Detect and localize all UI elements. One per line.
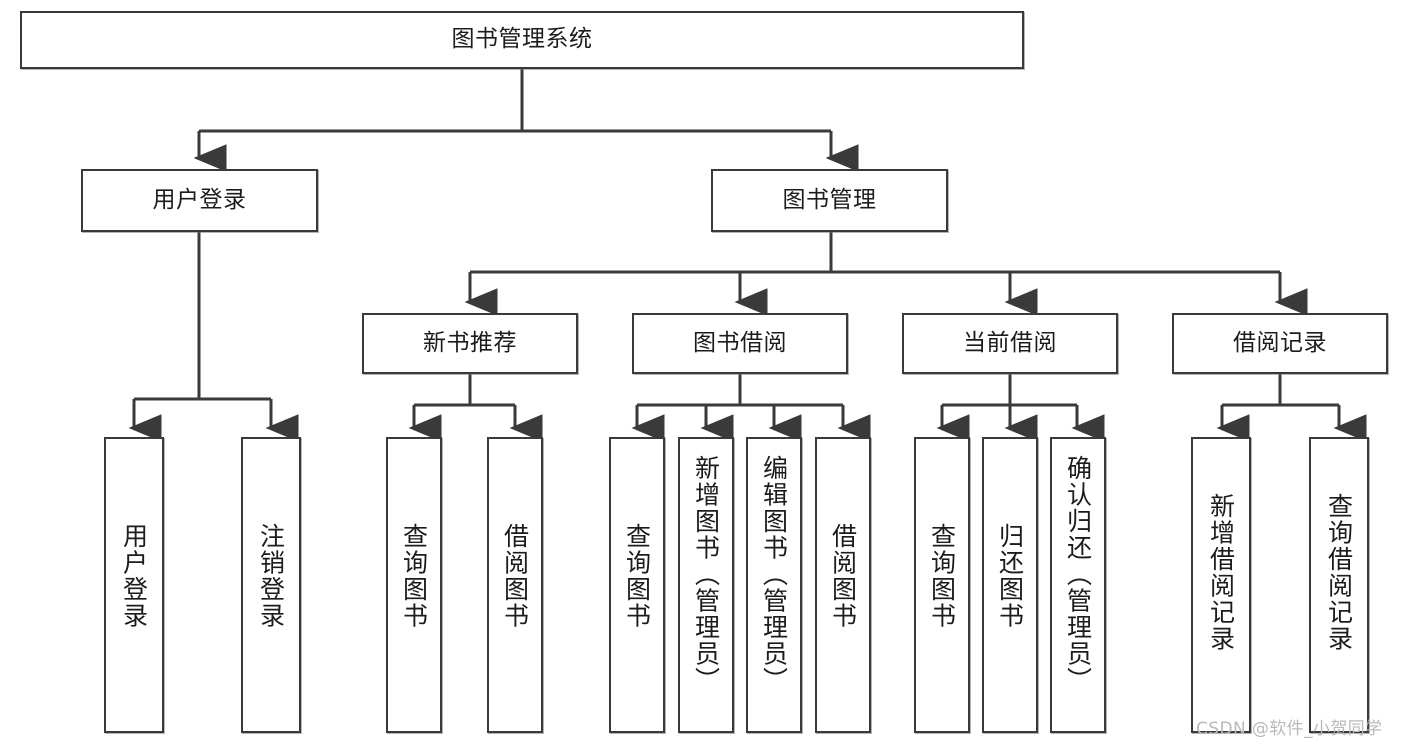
node-new-book-recommend[interactable]: 新书推荐 [362, 313, 578, 374]
node-label: 新增借阅记录 [1206, 493, 1236, 652]
node-book-management[interactable]: 图书管理 [711, 169, 948, 232]
node-current-borrow[interactable]: 当前借阅 [902, 313, 1118, 374]
node-label: 借阅图书 [828, 523, 858, 629]
node-leaf-borrow-book-1[interactable]: 借阅图书 [487, 437, 543, 733]
node-leaf-borrow-book-2[interactable]: 借阅图书 [815, 437, 871, 733]
node-book-borrow[interactable]: 图书借阅 [632, 313, 848, 374]
node-label: 图书管理 [782, 186, 877, 213]
node-leaf-add-book[interactable]: 新增图书（管理员） [678, 437, 734, 733]
watermark-text: CSDN @软件_小贺同学 [1196, 719, 1383, 739]
node-leaf-add-record[interactable]: 新增借阅记录 [1191, 437, 1251, 733]
node-label: 查询借阅记录 [1324, 493, 1354, 652]
node-leaf-query-record[interactable]: 查询借阅记录 [1309, 437, 1369, 733]
node-leaf-confirm-return[interactable]: 确认归还（管理员） [1050, 437, 1106, 733]
node-label: 借阅图书 [500, 523, 530, 629]
node-label: 注销登录 [256, 523, 286, 629]
node-label: 查询图书 [399, 523, 429, 629]
node-label: 确认归还（管理员） [1063, 455, 1093, 694]
node-leaf-edit-book[interactable]: 编辑图书（管理员） [746, 437, 802, 733]
node-label: 用户登录 [152, 186, 247, 213]
node-label: 图书借阅 [693, 329, 787, 356]
node-leaf-user-login[interactable]: 用户登录 [104, 437, 164, 733]
node-leaf-query-book-3[interactable]: 查询图书 [914, 437, 970, 733]
node-label: 归还图书 [995, 523, 1025, 629]
node-label: 借阅记录 [1233, 329, 1327, 356]
node-label: 查询图书 [927, 523, 957, 629]
node-user-login[interactable]: 用户登录 [81, 169, 318, 232]
node-label: 当前借阅 [963, 329, 1057, 356]
node-borrow-record[interactable]: 借阅记录 [1172, 313, 1388, 374]
node-label: 新书推荐 [423, 329, 517, 356]
node-label: 编辑图书（管理员） [759, 455, 789, 694]
node-leaf-return-book[interactable]: 归还图书 [982, 437, 1038, 733]
node-label: 新增图书（管理员） [691, 455, 721, 694]
node-label: 图书管理系统 [451, 26, 593, 53]
node-book-management-system[interactable]: 图书管理系统 [20, 11, 1024, 69]
node-leaf-logout-login[interactable]: 注销登录 [241, 437, 301, 733]
node-leaf-query-book-1[interactable]: 查询图书 [386, 437, 442, 733]
node-label: 查询图书 [622, 523, 652, 629]
node-label: 用户登录 [119, 523, 149, 629]
node-leaf-query-book-2[interactable]: 查询图书 [609, 437, 665, 733]
